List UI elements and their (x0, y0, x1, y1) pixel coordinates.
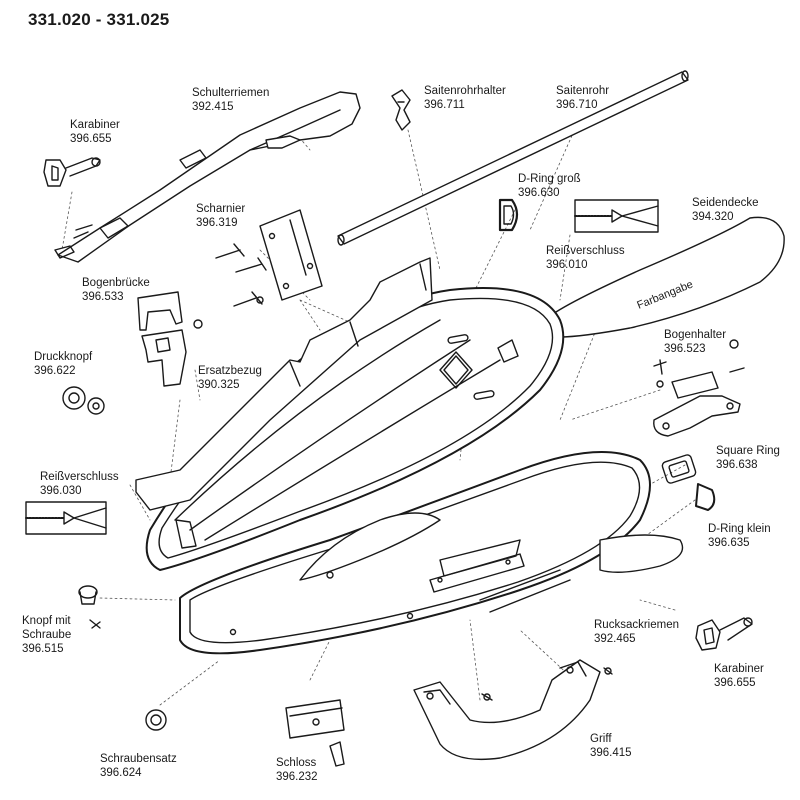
label-rucksackriemen: Rucksackriemen 392.465 (594, 618, 679, 646)
part-number: 392.415 (192, 101, 234, 113)
karabiner-top-drawing (43, 157, 101, 187)
part-name: Saitenrohrhalter (424, 85, 506, 97)
schulterriemen-drawing (54, 91, 361, 263)
part-name-line1: Knopf mit (22, 615, 71, 627)
part-name: D-Ring groß (518, 173, 581, 185)
label-square-ring: Square Ring 396.638 (716, 444, 780, 472)
part-number: 390.325 (198, 379, 240, 391)
part-name: Rucksackriemen (594, 619, 679, 631)
part-name: Reißverschluss (40, 471, 119, 483)
label-reissverschluss-left: Reißverschluss 396.030 (40, 470, 119, 498)
label-bogenbruecke: Bogenbrücke 396.533 (82, 276, 150, 304)
label-knopf-mit-schraube: Knopf mit Schraube 396.515 (22, 614, 71, 656)
label-griff: Griff 396.415 (590, 732, 632, 760)
label-schraubensatz: Schraubensatz 396.624 (100, 752, 177, 780)
label-seidendecke: Seidendecke 394.320 (692, 196, 759, 224)
part-number: 396.415 (590, 747, 632, 759)
part-number: 396.624 (100, 767, 142, 779)
saitenrohrhalter-drawing (391, 89, 411, 131)
part-name: Bogenhalter (664, 329, 727, 341)
label-druckknopf: Druckknopf 396.622 (34, 350, 92, 378)
part-number: 396.710 (556, 99, 598, 111)
part-number: 396.622 (34, 365, 76, 377)
label-schloss: Schloss 396.232 (276, 756, 318, 784)
d-ring-klein-drawing (695, 483, 716, 511)
case-lid-drawing (145, 287, 565, 571)
part-number: 396.515 (22, 643, 64, 655)
seidendecke-drawing (541, 216, 785, 338)
label-saitenrohr: Saitenrohr 396.710 (556, 84, 609, 112)
part-name: D-Ring klein (708, 523, 771, 535)
diagram-title: 331.020 - 331.025 (28, 10, 170, 29)
knopf-mit-schraube-drawing (78, 585, 101, 629)
griff-drawing (413, 659, 613, 761)
part-number: 396.630 (518, 187, 560, 199)
part-name: Ersatzbezug (198, 365, 262, 377)
part-name: Scharnier (196, 203, 246, 215)
part-number: 396.232 (276, 771, 318, 783)
part-number: 396.010 (546, 259, 588, 271)
case-bottom-drawing (179, 451, 684, 655)
bogenhalter-drawing (653, 339, 745, 437)
part-number: 396.655 (714, 677, 756, 689)
part-number: 396.523 (664, 343, 706, 355)
label-d-ring-gross: D-Ring groß 396.630 (518, 172, 581, 200)
part-name: Saitenrohr (556, 85, 610, 97)
part-number: 394.320 (692, 211, 734, 223)
label-bogenhalter: Bogenhalter 396.523 (664, 328, 726, 356)
part-number: 392.465 (594, 633, 636, 645)
part-number: 396.655 (70, 133, 112, 145)
scharnier-drawing (215, 209, 323, 307)
ersatzbezug-drawing (135, 257, 433, 511)
part-name: Schulterriemen (192, 87, 270, 99)
part-number: 396.319 (196, 217, 238, 229)
part-number: 396.635 (708, 537, 750, 549)
part-number: 396.533 (82, 291, 124, 303)
karabiner-bottom-drawing (695, 617, 753, 651)
part-name-line2: Schraube (22, 629, 72, 641)
label-karabiner-top: Karabiner 396.655 (70, 118, 120, 146)
label-saitenrohrhalter: Saitenrohrhalter 396.711 (424, 84, 506, 112)
label-schulterriemen: Schulterriemen 392.415 (192, 86, 269, 114)
part-name: Reißverschluss (546, 245, 625, 257)
part-number: 396.711 (424, 99, 465, 111)
part-number: 396.638 (716, 459, 758, 471)
square-ring-drawing (661, 454, 697, 484)
part-name: Bogenbrücke (82, 277, 150, 289)
part-name: Karabiner (714, 663, 764, 675)
label-scharnier: Scharnier 396.319 (196, 202, 245, 230)
label-ersatzbezug: Ersatzbezug 390.325 (198, 364, 262, 392)
part-name: Seidendecke (692, 197, 759, 209)
part-name: Griff (590, 733, 612, 745)
schraubensatz-drawing (145, 709, 167, 731)
bogenbruecke-drawing (137, 291, 203, 387)
d-ring-gross-drawing (498, 198, 519, 232)
part-name: Schloss (276, 757, 317, 769)
label-karabiner-bottom: Karabiner 396.655 (714, 662, 764, 690)
label-d-ring-klein: D-Ring klein 396.635 (708, 522, 771, 550)
label-reissverschluss-top: Reißverschluss 396.010 (546, 244, 625, 272)
part-name: Schraubensatz (100, 753, 177, 765)
part-name: Square Ring (716, 445, 780, 457)
schloss-drawing (285, 699, 345, 767)
saitenrohr-drawing (337, 70, 689, 246)
part-name: Karabiner (70, 119, 120, 131)
reissverschluss-left-drawing (25, 501, 107, 535)
part-name: Druckknopf (34, 351, 93, 363)
reissverschluss-top-drawing (574, 199, 659, 233)
druckknopf-drawing (62, 386, 105, 415)
part-number: 396.030 (40, 485, 82, 497)
